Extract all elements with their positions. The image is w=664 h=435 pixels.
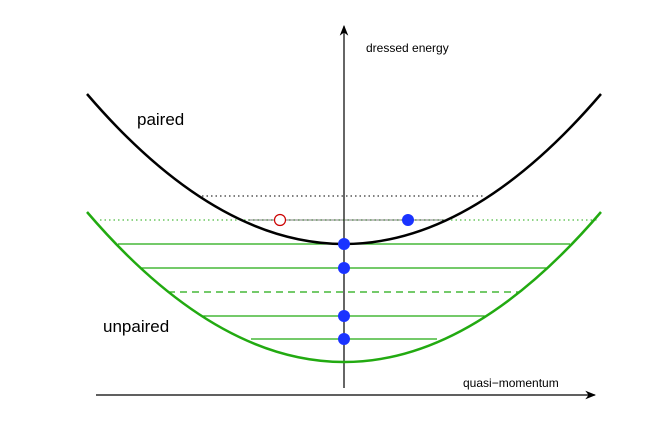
unpaired-band-curve	[86, 211, 602, 364]
unpaired-label: unpaired	[103, 317, 169, 336]
hole-marker	[273, 213, 287, 227]
particle-level-2	[338, 262, 350, 274]
paired-label: paired	[137, 110, 184, 129]
particle-off-axis	[402, 214, 414, 226]
y-axis-label: dressed energy	[366, 41, 449, 55]
particle-level-1	[338, 238, 350, 250]
particle-level-4	[338, 333, 350, 345]
x-axis-label: quasi−momentum	[463, 376, 559, 390]
particle-level-3	[338, 310, 350, 322]
